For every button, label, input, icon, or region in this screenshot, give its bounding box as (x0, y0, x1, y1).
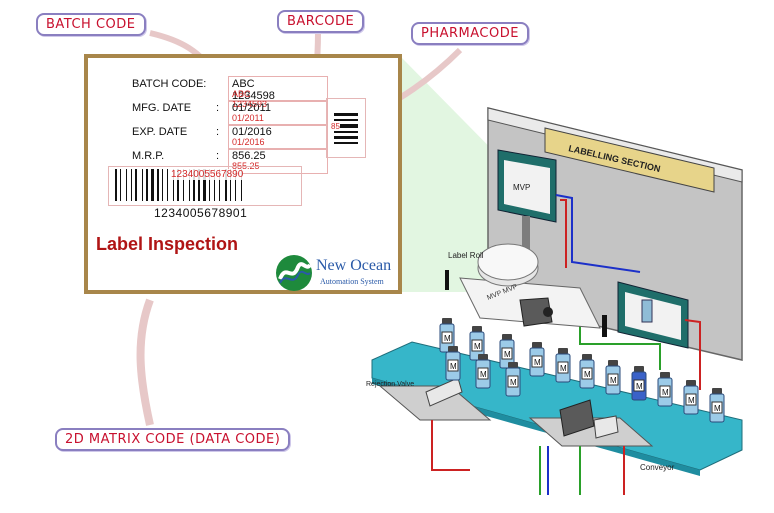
rejection-valve (425, 377, 463, 407)
bottle: M (445, 346, 461, 381)
label-inspection-title: Label Inspection (96, 234, 239, 254)
bottle-letter: M (474, 342, 481, 351)
ejector (593, 415, 619, 439)
camera-1 (519, 297, 553, 327)
bottle-letter: M (688, 396, 695, 405)
wire-red-1 (560, 199, 567, 268)
bottle-letter: M (636, 382, 643, 391)
bottle-letter: M (714, 404, 721, 413)
label-roll-text: Label Roll (448, 251, 484, 260)
bottle: M (631, 366, 647, 401)
brand-logo-icon (276, 255, 312, 291)
bottle: M (683, 380, 699, 415)
bottle-letter: M (610, 376, 617, 385)
field-batch-ocr: ABC 1234593 (232, 89, 268, 109)
label-roll-top (477, 243, 539, 281)
monitor-1-stand (522, 216, 530, 272)
bottle: M (469, 326, 485, 361)
bottles-group: M M M M M M M M M M M M M M (439, 318, 725, 423)
field-exp-colon: : (216, 126, 220, 138)
pharmacode-bars (334, 113, 358, 144)
bottle: M (475, 354, 491, 389)
field-exp-box (228, 124, 328, 150)
brand-name: New Ocean (316, 257, 392, 274)
barcode-callout: BARCODE (277, 10, 365, 33)
monitor-1-label: MVP (513, 183, 530, 192)
field-mfg-value: 01/2011 (232, 102, 271, 114)
wire-red-3 (431, 420, 470, 471)
pharmacode-region (326, 98, 366, 158)
pharmacode-callout: PHARMACODE (411, 22, 529, 45)
field-mrp-name: M.R.P. (132, 150, 165, 162)
barcode-bars (115, 169, 242, 201)
batch-code-callout: BATCH CODE (36, 13, 146, 36)
rejection-valve-text: Rejection Valve (366, 381, 414, 388)
matrix-pointer (136, 298, 154, 426)
monitor-1-screen (504, 160, 550, 214)
matrix-code-callout: 2D MATRIX CODE (DATA CODE) (55, 428, 291, 451)
bottle: M (709, 388, 725, 423)
bottle-letter: M (662, 388, 669, 397)
bottle-letter: M (444, 334, 451, 343)
bottle: M (439, 318, 455, 353)
field-exp-name: EXP. DATE (132, 126, 188, 138)
bottle-letter: M (504, 350, 511, 359)
field-mrp-colon: : (216, 150, 220, 162)
bottle-letter: M (584, 370, 591, 379)
sensor-2 (602, 315, 607, 337)
brand-logo: New Ocean Automation System (274, 253, 391, 298)
field-batch-value: ABC 1234598 (232, 78, 275, 102)
pharmacode-number: 85 (331, 122, 340, 131)
barcode-number: 1234005678901 (154, 206, 248, 220)
barcode-ocr-text: 1234005567890 (171, 169, 244, 180)
field-exp-ocr: 01/2016 (232, 137, 265, 147)
barcode-region: 1234005567890 (108, 166, 302, 206)
bottle: M (555, 348, 571, 383)
bottle-letter: M (560, 364, 567, 373)
product-label: BATCH CODE: ABC 1234598 ABC 1234593 MFG.… (84, 54, 402, 294)
conveyor-text: Conveyor (640, 463, 675, 472)
bottle: M (505, 362, 521, 397)
field-batch-name: BATCH CODE: (132, 78, 207, 90)
bottle: M (529, 342, 545, 377)
brand-subtitle: Automation System (320, 277, 384, 286)
field-mfg-colon: : (216, 102, 220, 114)
bottle: M (605, 360, 621, 395)
camera-1-lens (543, 307, 553, 317)
field-batch-box (228, 76, 328, 102)
bottle: M (657, 372, 673, 407)
sensor-1 (445, 270, 449, 290)
section-banner (544, 127, 715, 193)
wire-blue-1 (555, 194, 641, 273)
wire-red-2 (684, 319, 701, 390)
bottle-letter: M (510, 378, 517, 387)
bottle-letter: M (480, 370, 487, 379)
bottle: M (579, 354, 595, 389)
field-mfg-name: MFG. DATE (132, 102, 192, 114)
bottle-letter: M (450, 362, 457, 371)
field-mfg-box (228, 100, 328, 126)
field-exp-value: 01/2016 (232, 126, 272, 138)
monitor-2-bottle-icon (641, 299, 653, 323)
bottle-letter: M (534, 358, 541, 367)
monitor-2-screen (625, 292, 681, 340)
field-mfg-ocr: 01/2011 (232, 113, 264, 123)
field-mrp-value: 856.25 (232, 150, 266, 162)
field-mrp-box (228, 148, 328, 174)
camera-2 (559, 399, 595, 437)
